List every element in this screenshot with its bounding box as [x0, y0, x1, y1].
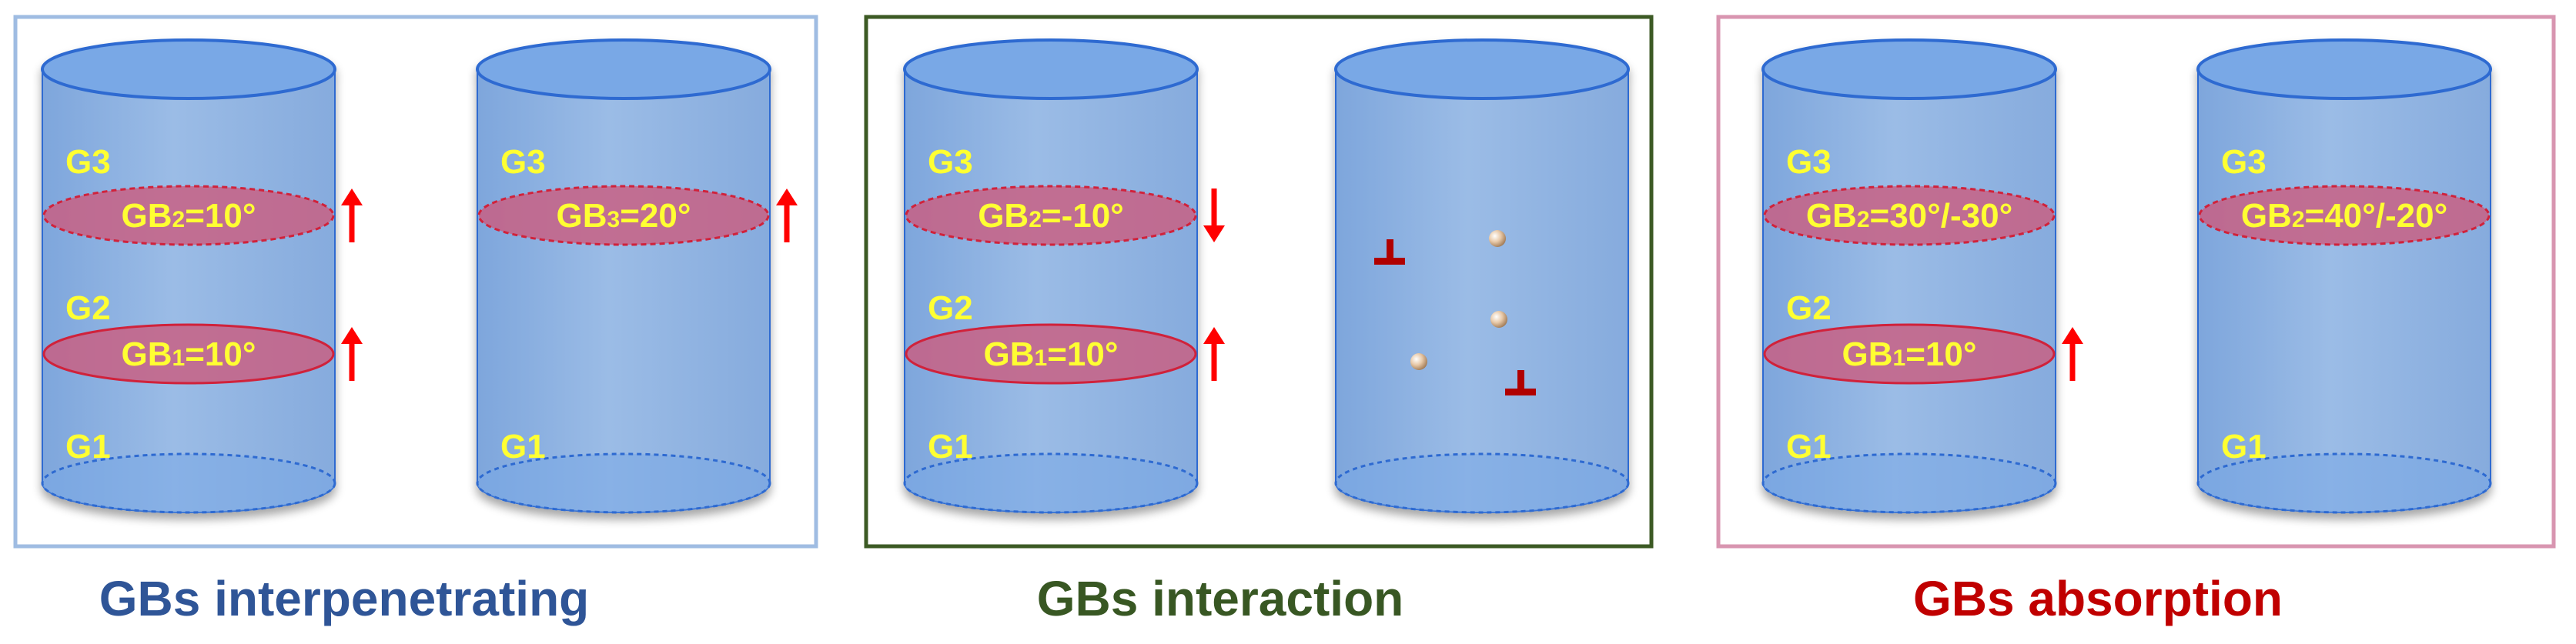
panel-frame-absorption	[1716, 15, 2556, 549]
dislocation-icon	[1374, 239, 1405, 265]
migration-arrow-up-icon	[2062, 327, 2083, 381]
grain-label-g2: G2	[65, 289, 111, 327]
grain-label-g1: G1	[500, 428, 546, 465]
precipitate-icon	[1490, 311, 1507, 328]
grain-boundary-label: GB2=30°/-30°	[1806, 197, 2012, 235]
grain-boundary-plane	[905, 323, 1197, 385]
grain-label-g1: G1	[1786, 428, 1832, 465]
cylinder-2-2	[1334, 38, 1630, 514]
grain-boundary-plane	[2198, 185, 2491, 246]
cylinder-top	[41, 38, 336, 100]
migration-arrow-up-icon	[1203, 327, 1225, 381]
grain-boundary-label: GB2=10°	[122, 197, 256, 235]
gb-angle: =-10°	[1042, 197, 1124, 235]
migration-arrow-up-icon	[341, 327, 363, 381]
gb-prefix: GB	[978, 197, 1029, 235]
grain-boundary-plane	[42, 185, 335, 246]
precipitate-icon	[1410, 353, 1427, 370]
cylinder-top	[476, 38, 771, 100]
caption-interpenetrating: GBs interpenetrating	[99, 571, 590, 626]
cylinder-bottom	[476, 452, 771, 514]
caption-absorption: GBs absorption	[1913, 571, 2283, 626]
grain-label-g3: G3	[65, 143, 111, 181]
cylinder-bottom	[41, 452, 336, 514]
grain-boundary-label: GB2=-10°	[978, 197, 1124, 235]
grain-label-g1: G1	[65, 428, 111, 465]
grain-label-g3: G3	[928, 143, 973, 181]
gb-angle: =10°	[185, 197, 256, 235]
gb-prefix: GB	[557, 197, 607, 235]
gb-subscript: 3	[607, 207, 621, 232]
migration-arrow-down-icon	[1203, 189, 1225, 242]
gb-subscript: 1	[1035, 345, 1048, 371]
grain-boundary-label: GB1=10°	[122, 335, 256, 373]
migration-arrow-up-icon	[776, 189, 798, 242]
grain-label-g1: G1	[928, 428, 973, 465]
cylinder-top	[2196, 38, 2492, 100]
grain-boundary-plane	[1763, 323, 2056, 385]
gb-subscript: 1	[172, 345, 186, 371]
gb-prefix: GB	[984, 335, 1035, 373]
grain-boundary-plane	[477, 185, 770, 246]
grain-label-g2: G2	[928, 289, 973, 327]
grain-label-g1: G1	[2221, 428, 2267, 465]
grain-boundary-plane	[1763, 185, 2056, 246]
grain-boundary-plane	[905, 185, 1197, 246]
precipitate-icon	[1489, 230, 1506, 247]
grain-boundary-label: GB3=20°	[557, 197, 691, 235]
gb-angle: =10°	[1047, 335, 1118, 373]
grain-label-g3: G3	[1786, 143, 1832, 181]
grain-boundary-label: GB2=40°/-20°	[2241, 197, 2447, 235]
gb-angle: =10°	[1905, 335, 1976, 373]
grain-label-g3: G3	[500, 143, 546, 181]
dislocation-icon	[1505, 370, 1536, 395]
cylinder-top	[1761, 38, 2057, 100]
gb-prefix: GB	[2241, 197, 2292, 235]
grain-label-g2: G2	[1786, 289, 1832, 327]
cylinder-top	[1334, 38, 1630, 100]
grain-label-g3: G3	[2221, 143, 2267, 181]
cylinder-bottom	[1761, 452, 2057, 514]
panel-frame-interaction	[864, 15, 1654, 549]
grain-boundary-plane	[42, 323, 335, 385]
gb-angle: =10°	[185, 335, 256, 373]
cylinder-body	[1335, 68, 1629, 513]
gb-subscript: 2	[1029, 207, 1042, 232]
gb-prefix: GB	[1842, 335, 1893, 373]
gb-angle: =20°	[620, 197, 691, 235]
grain-boundary-label: GB1=10°	[1842, 335, 1977, 373]
caption-interaction: GBs interaction	[1037, 571, 1404, 626]
gb-subscript: 2	[2292, 207, 2305, 232]
gb-subscript: 2	[172, 207, 186, 232]
cylinder-bottom	[2196, 452, 2492, 514]
gb-subscript: 1	[1893, 345, 1906, 371]
gb-subscript: 2	[1857, 207, 1870, 232]
cylinder-bottom	[903, 452, 1199, 514]
gb-prefix: GB	[1806, 197, 1857, 235]
gb-prefix: GB	[122, 335, 172, 373]
panel-frame-interpenetrating	[13, 15, 818, 549]
cylinder-bottom	[1334, 452, 1630, 514]
migration-arrow-up-icon	[341, 189, 363, 242]
gb-angle: =40°/-20°	[2305, 197, 2448, 235]
grain-boundary-label: GB1=10°	[984, 335, 1119, 373]
cylinder-top	[903, 38, 1199, 100]
gb-angle: =30°/-30°	[1870, 197, 2013, 235]
gb-prefix: GB	[122, 197, 172, 235]
